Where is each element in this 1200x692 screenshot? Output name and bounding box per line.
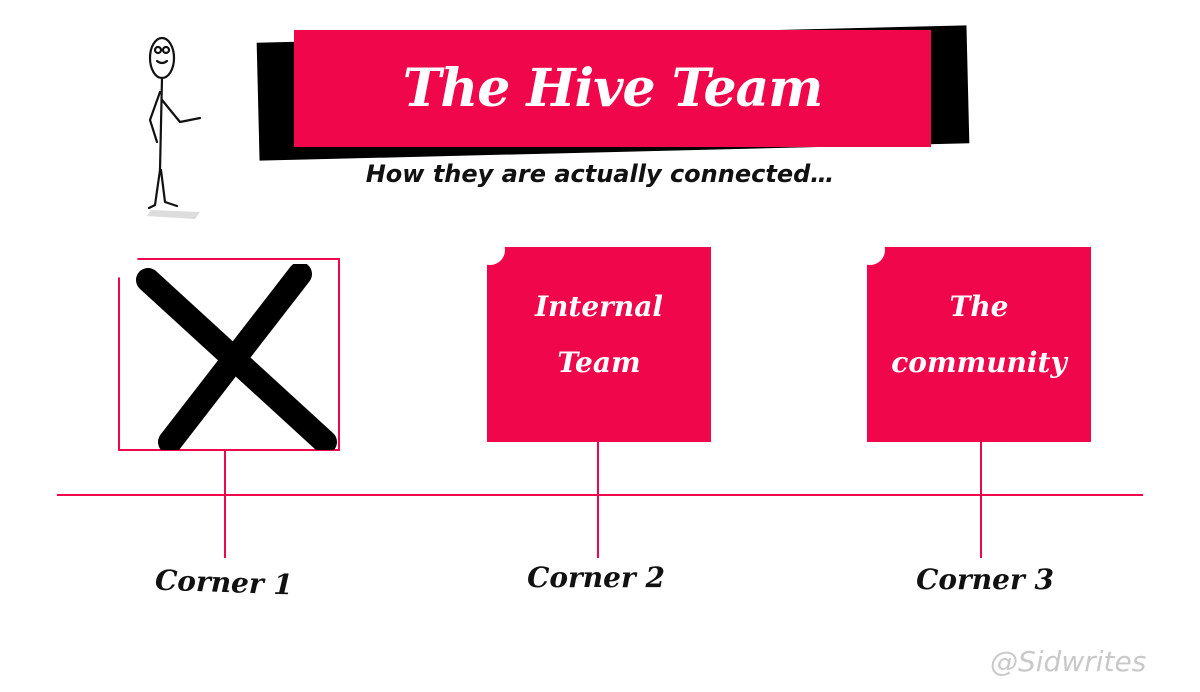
stick-figure-icon (147, 36, 202, 219)
corner-label-2: Corner 2 (527, 561, 665, 594)
author-watermark: @Sidwrites (990, 645, 1147, 678)
card-corner-1 (108, 248, 340, 451)
card-label-line: Internal (534, 290, 664, 323)
card-label-line: Team (557, 346, 641, 379)
connector-stem-1 (224, 451, 226, 558)
card-notch (108, 248, 138, 278)
card-notch (855, 235, 885, 265)
connector-stem-3 (980, 442, 982, 558)
title-banner: The Hive Team (294, 30, 931, 147)
card-notch (475, 235, 505, 265)
page-subtitle: How they are actually connected… (365, 160, 835, 188)
x-mark-icon (136, 264, 337, 450)
card-the-community: The community (855, 235, 1091, 442)
corner-label-1: Corner 1 (154, 563, 294, 602)
card-internal-team: Internal Team (475, 235, 711, 442)
page-title: The Hive Team (402, 58, 824, 119)
corner-label-3: Corner 3 (916, 563, 1054, 596)
connector-stem-2 (597, 442, 599, 558)
timeline-axis (57, 494, 1143, 496)
card-label-line: community (891, 346, 1067, 379)
card-label-line: The (949, 290, 1009, 323)
